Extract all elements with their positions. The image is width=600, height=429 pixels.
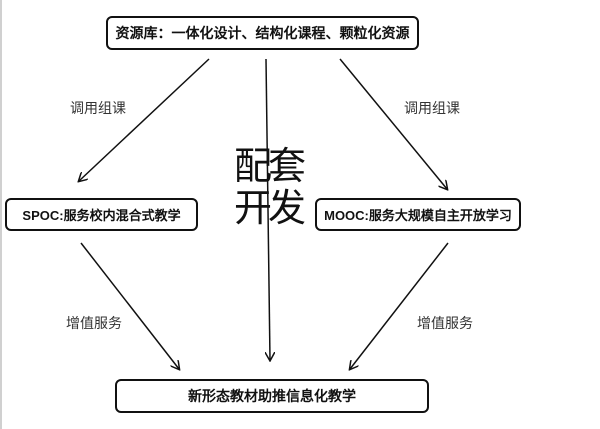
edge-label-left-bottom: 增值服务 <box>66 316 122 332</box>
edge-label-left-top: 调用组课 <box>70 101 126 117</box>
arrow-spoc-to-bottom <box>80 242 179 369</box>
node-resource-library: 资源库：一体化设计、结构化课程、颗粒化资源 <box>106 16 419 50</box>
node-spoc: SPOC:服务校内混合式教学 <box>5 198 198 231</box>
node-new-textbook: 新形态教材助推信息化教学 <box>115 379 429 413</box>
edge-label-right-top: 调用组课 <box>404 101 460 117</box>
center-label-line1: 配套 <box>234 144 306 188</box>
center-label-line2: 开发 <box>234 186 306 230</box>
arrow-top-to-bottom <box>266 58 270 360</box>
arrow-top-to-mooc <box>339 58 447 189</box>
arrow-mooc-to-bottom <box>350 242 449 369</box>
arrow-top-to-spoc <box>79 58 210 181</box>
page-edge <box>0 0 2 429</box>
edge-label-right-bottom: 增值服务 <box>417 316 473 332</box>
node-mooc: MOOC:服务大规模自主开放学习 <box>315 198 521 231</box>
